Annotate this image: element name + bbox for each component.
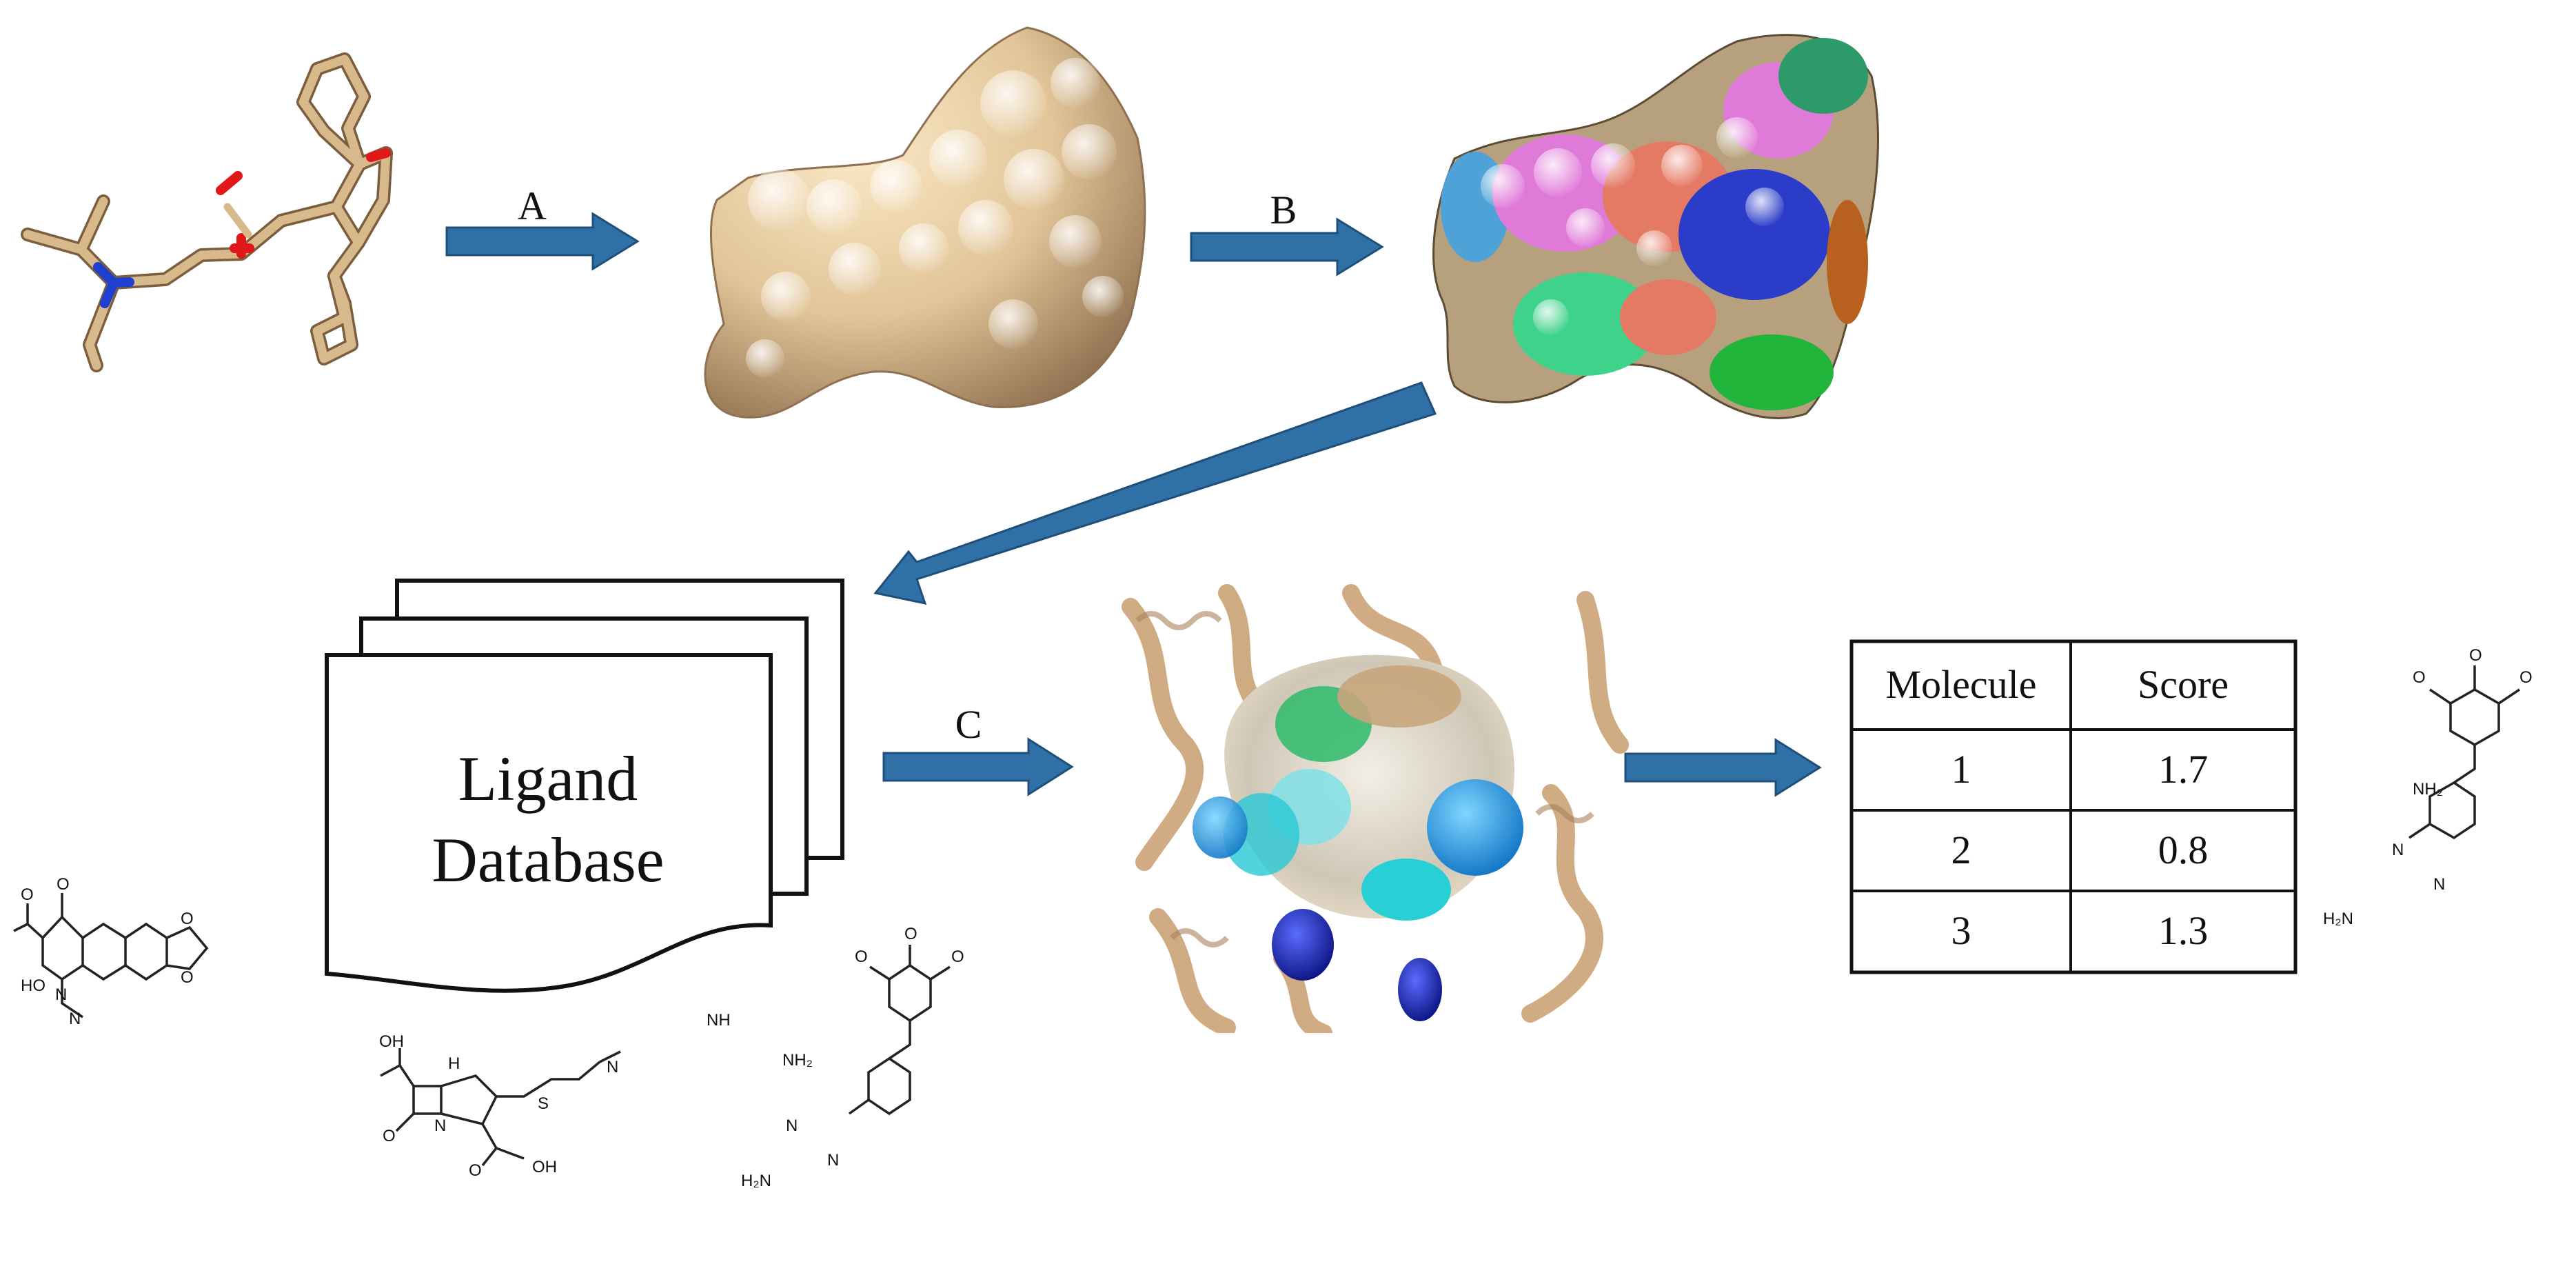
chem-label: N xyxy=(55,985,67,1004)
chem-label: H₂N xyxy=(741,1172,771,1190)
chem-label: OH xyxy=(532,1158,557,1176)
table-header-molecule: Molecule xyxy=(1885,662,2036,707)
structure-2d-trimethoprim xyxy=(849,945,950,1114)
chem-label: H₂N xyxy=(2323,910,2353,928)
step-label-a: A xyxy=(518,183,547,228)
table-cell-score: 1.7 xyxy=(2158,747,2209,792)
structure-2d-carbapenem xyxy=(381,1048,620,1165)
chem-label: S xyxy=(538,1094,549,1113)
table-cell-molecule: 1 xyxy=(1951,747,1971,792)
chem-label: N xyxy=(607,1058,618,1076)
chem-label: N xyxy=(786,1116,798,1135)
chem-label: OH xyxy=(379,1032,404,1051)
table-cell-score: 0.8 xyxy=(2158,827,2209,872)
arrow-c xyxy=(884,739,1072,794)
chem-label: O xyxy=(904,925,917,943)
structure-2d-trimethoprim-labels: O O O NH₂ N N H₂N xyxy=(741,925,964,1190)
table-cell-score: 1.3 xyxy=(2158,908,2209,953)
chem-label: O xyxy=(2519,668,2533,687)
chem-label: H xyxy=(448,1054,460,1073)
chem-label: O xyxy=(469,1161,482,1180)
chem-label: O xyxy=(181,910,194,928)
chem-label: O xyxy=(951,947,964,966)
chem-label: N xyxy=(2433,875,2445,894)
database-label-line2: Database xyxy=(432,825,664,895)
structure-2d-quinolone xyxy=(14,893,207,1017)
pharmacophore-surface-model xyxy=(1434,35,1878,419)
structure-2d-carbapenem-labels: OH H O N S N NH O OH xyxy=(379,1011,731,1180)
chem-label: NH xyxy=(707,1011,731,1030)
structure-2d-trimethoprim-hit-labels: O O O NH₂ N N H₂N xyxy=(2323,646,2533,928)
chem-label: O xyxy=(2413,668,2426,687)
chem-label: NH₂ xyxy=(2413,780,2443,799)
table-cell-molecule: 2 xyxy=(1951,827,1971,872)
arrow-to-table xyxy=(1625,740,1820,795)
chem-label: O xyxy=(855,947,868,966)
arrow-to-database xyxy=(875,383,1435,603)
protein-binding-pocket xyxy=(1111,581,1630,1033)
chem-label: O xyxy=(383,1127,396,1145)
chem-label: N xyxy=(827,1151,839,1170)
step-label-b: B xyxy=(1270,188,1297,232)
molecular-surface-model xyxy=(705,28,1145,417)
chem-label: N xyxy=(434,1116,446,1135)
chem-label: N xyxy=(2392,841,2404,859)
step-label-c: C xyxy=(955,702,982,747)
chem-label: O xyxy=(21,885,34,904)
table-header-score: Score xyxy=(2138,662,2229,707)
structure-2d-trimethoprim-hit xyxy=(2409,665,2519,838)
chem-label: NH₂ xyxy=(782,1051,813,1070)
chem-label: O xyxy=(57,875,70,894)
chem-label: HO xyxy=(21,976,45,995)
ligand-stick-model xyxy=(28,59,386,365)
score-table: Molecule Score 1 1.7 2 0.8 3 1.3 xyxy=(1852,641,2295,972)
table-cell-molecule: 3 xyxy=(1951,908,1971,953)
chem-label: N xyxy=(69,1010,81,1028)
database-label-line1: Ligand xyxy=(458,743,638,814)
chem-label: O xyxy=(181,968,194,987)
chem-label: O xyxy=(2469,646,2482,665)
